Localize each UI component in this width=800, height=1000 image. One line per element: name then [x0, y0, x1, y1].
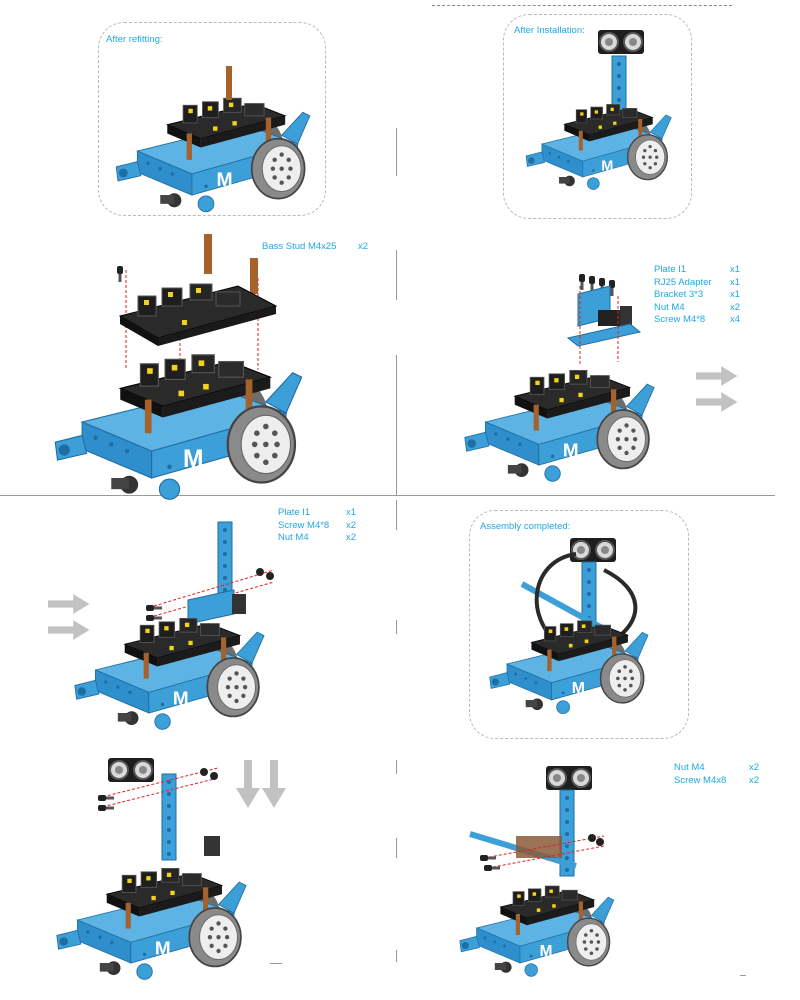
part-qty: x1 — [730, 264, 741, 275]
part-name: Plate I1 — [278, 507, 311, 518]
vertical-divider-lower2 — [396, 620, 397, 634]
gray-double-arrow-down — [236, 760, 286, 808]
part-name: Plate I1 — [654, 264, 687, 275]
bottom-mark-right — [740, 975, 746, 976]
vertical-divider-mid — [396, 355, 397, 495]
bass-stud-step-illustration — [54, 234, 303, 501]
horizontal-divider — [0, 495, 775, 496]
part-row: Plate I1 x1 — [654, 264, 740, 277]
part-row: Bass Stud M4x25 x2 — [262, 241, 368, 254]
part-row: Nut M4 x2 — [278, 532, 356, 545]
bottom-mark — [270, 963, 282, 964]
part-name: Bracket 3*3 — [654, 289, 704, 300]
part-name: RJ25 Adapter — [654, 276, 712, 288]
part-row: Screw M4x8 x2 — [674, 775, 759, 788]
part-row: Plate I1 x1 — [278, 507, 356, 520]
vertical-divider-lower4 — [396, 838, 397, 858]
parts-list-side-beam: Nut M4 x2 Screw M4x8 x2 — [674, 762, 759, 787]
part-qty: x1 — [346, 507, 357, 518]
parts-list-bass-stud: Bass Stud M4x25 x2 — [262, 241, 368, 254]
part-name: Bass Stud M4x25 — [262, 241, 337, 252]
part-name: Nut M4 — [674, 762, 705, 773]
part-qty: x2 — [749, 762, 760, 773]
parts-list-vertical-plate: Plate I1 x1 Screw M4*8 x2 Nut M4 x2 — [278, 507, 356, 545]
after-refitting-box — [98, 22, 326, 216]
part-row: RJ25 Adapter x1 — [654, 277, 740, 290]
part-name: Nut M4 — [654, 301, 685, 313]
part-name: Screw M4*8 — [278, 519, 330, 531]
part-qty: x2 — [749, 774, 760, 786]
part-name: Screw M4*8 — [654, 314, 706, 325]
vertical-divider-top — [396, 128, 397, 176]
part-qty: x4 — [730, 314, 741, 325]
part-qty: x2 — [346, 532, 357, 543]
part-row: Screw M4*8 x4 — [654, 314, 740, 327]
part-row: Nut M4 x2 — [674, 762, 759, 775]
vertical-divider-upper — [396, 250, 397, 300]
part-row: Nut M4 x2 — [654, 302, 740, 315]
after-installation-box — [503, 14, 692, 219]
parts-list-plate-bracket: Plate I1 x1 RJ25 Adapter x1 Bracket 3*3 … — [654, 264, 740, 327]
side-beam-step-illustration — [459, 765, 615, 977]
robot-after-refitting-illustration — [115, 66, 311, 213]
top-dash-line — [432, 5, 732, 6]
part-name: Screw M4x8 — [674, 774, 727, 786]
vertical-plate-step-illustration — [73, 521, 275, 731]
robot-assembly-completed-illustration — [488, 537, 649, 715]
part-row: Screw M4*8 x2 — [278, 520, 356, 533]
assembly-completed-caption: Assembly completed: — [480, 521, 571, 532]
part-qty: x1 — [730, 276, 741, 288]
part-qty: x1 — [730, 289, 741, 300]
vertical-divider-lower3 — [396, 760, 397, 774]
vertical-divider-bottom — [396, 950, 397, 962]
part-name: Nut M4 — [278, 532, 309, 543]
assembly-completed-box — [469, 510, 689, 739]
part-qty: x2 — [730, 301, 741, 313]
after-installation-caption: After Installation: — [514, 25, 585, 36]
part-qty: x2 — [346, 519, 357, 531]
robot-after-installation-illustration — [525, 29, 672, 191]
sensor-install-step-illustration — [55, 757, 247, 981]
part-row: Bracket 3*3 x1 — [654, 289, 740, 302]
plate-bracket-step-illustration — [463, 274, 655, 483]
gray-double-arrow-right — [696, 366, 738, 412]
part-qty: x2 — [358, 241, 369, 252]
after-refitting-caption: After refitting: — [106, 34, 163, 45]
vertical-divider-lower — [396, 500, 397, 530]
